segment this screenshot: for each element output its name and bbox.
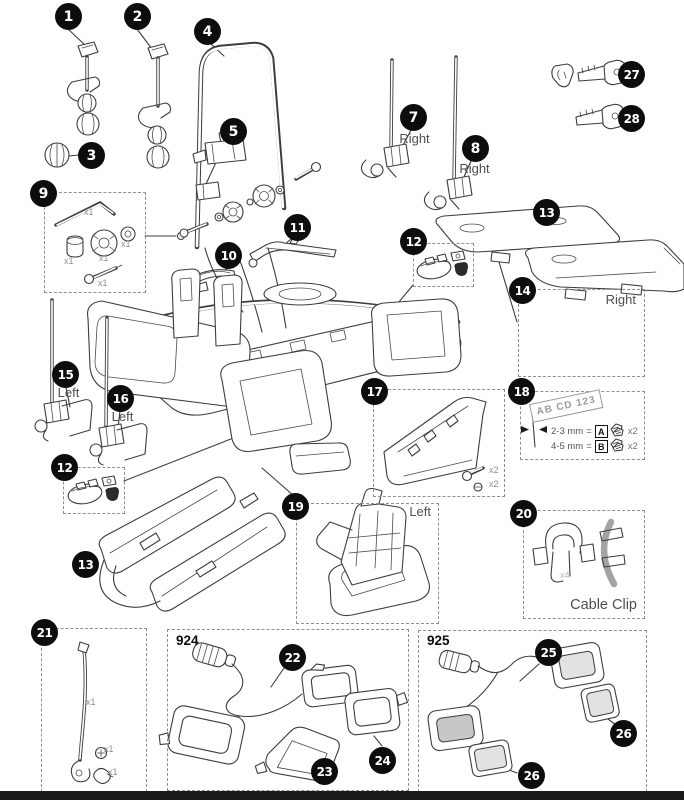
knob-part3-drawing — [44, 142, 70, 168]
qty-box9-knob: x1 — [99, 253, 109, 263]
clamp-icon — [612, 441, 624, 452]
callout-24: 24 — [369, 747, 396, 774]
callout-2: 2 — [124, 3, 151, 30]
callout-25: 25 — [535, 639, 562, 666]
frame-arch-drawing — [194, 41, 287, 250]
callout-20: 20 — [510, 500, 537, 527]
callout-11: 11 — [284, 214, 311, 241]
strap-tensioner-short-drawing — [66, 41, 101, 136]
clamp-icon — [612, 426, 624, 437]
kit-box-17 — [373, 389, 505, 497]
letter-box-b: B — [594, 440, 608, 453]
lock-cylinder-drawing — [551, 63, 574, 88]
license-plate-holder-drawing — [383, 396, 487, 492]
letter-box-a: A — [594, 425, 608, 438]
qty-box9-allen: x1 — [84, 207, 94, 217]
callout-21: 21 — [31, 619, 58, 646]
rod-right-8-drawing — [423, 55, 473, 211]
label-left-16: Left — [111, 409, 134, 424]
kit-box-20 — [523, 510, 645, 619]
qty-box9-spacer: x1 — [64, 256, 74, 266]
kit-box-924 — [167, 629, 409, 791]
kit-box-19 — [296, 503, 439, 624]
callout-12-bottom: 12 — [51, 454, 78, 481]
callout-8: 8 — [462, 135, 489, 162]
callout-22: 22 — [279, 644, 306, 671]
callout-26-right: 26 — [610, 720, 637, 747]
rod-right-7-drawing — [360, 58, 410, 179]
callout-28: 28 — [618, 105, 645, 132]
plate-range-b: 4-5 mm — [551, 441, 584, 452]
qty-box21-knob: x1 — [108, 767, 118, 777]
callout-14: 14 — [509, 277, 536, 304]
label-right-7: Right — [399, 131, 430, 146]
callout-10: 10 — [215, 242, 242, 269]
qty-box9-washer: x1 — [121, 239, 131, 249]
callout-9: 9 — [30, 180, 57, 207]
callout-13-bottom: 13 — [72, 551, 99, 578]
tension-strap-drawing — [70, 641, 114, 785]
kit-box-12-top — [413, 243, 474, 287]
knob-hardware-cluster-drawing — [179, 161, 322, 238]
assembly-kit-box9-drawing — [54, 200, 136, 285]
label-right-8: Right — [459, 161, 490, 176]
cable-clip-drawing — [532, 518, 626, 588]
label-group-925: 925 — [427, 633, 450, 648]
callout-5: 5 — [220, 118, 247, 145]
wheel-tray-drawing — [98, 476, 286, 612]
kit-box-9 — [44, 192, 146, 293]
rod-left-16-drawing — [89, 316, 148, 466]
label-group-924: 924 — [176, 633, 199, 648]
plate-range-a: 2-3 mm — [551, 426, 584, 437]
callout-27: 27 — [618, 61, 645, 88]
carrier-main-body-drawing — [87, 247, 462, 475]
label-left-15: Left — [57, 385, 80, 400]
kit-box-21 — [41, 628, 147, 792]
qty-box17-screw: x2 — [489, 479, 499, 489]
callout-16: 16 — [107, 385, 134, 412]
callout-4: 4 — [194, 18, 221, 45]
plate-qty-a: x2 — [627, 426, 638, 437]
lamp-bracket-left-drawing — [316, 487, 431, 617]
lever-part11-drawing — [248, 235, 337, 268]
qty-box20-clip: x4 — [560, 570, 570, 580]
callout-12-top: 12 — [400, 228, 427, 255]
equals-sign: = — [586, 426, 592, 437]
kit-box-12-bottom — [63, 467, 125, 514]
plate-row-a: 2-3 mm = A x2 — [551, 425, 638, 438]
callout-7: 7 — [400, 104, 427, 131]
callout-3: 3 — [78, 142, 105, 169]
kit-box-18 — [520, 391, 645, 460]
callout-17: 17 — [361, 378, 388, 405]
page-footer-bar — [0, 791, 684, 800]
qty-box17-bolt: x2 — [489, 465, 499, 475]
qty-box21-strap: x1 — [86, 697, 96, 707]
rod-left-15-drawing — [34, 298, 93, 442]
callout-15: 15 — [52, 361, 79, 388]
callout-18: 18 — [508, 378, 535, 405]
strap-tensioner-long-drawing — [137, 43, 172, 169]
callout-23: 23 — [311, 758, 338, 785]
label-right-14: Right — [605, 292, 636, 307]
harness-924-drawing — [158, 642, 409, 782]
qty-box9-bolt: x1 — [98, 278, 108, 288]
harness-925-drawing — [427, 642, 620, 778]
qty-box21-screw: x1 — [104, 744, 114, 754]
label-left-19: Left — [409, 504, 431, 519]
callout-13-top: 13 — [533, 199, 560, 226]
label-cable-clip: Cable Clip — [570, 597, 637, 613]
kit-box-14 — [518, 289, 645, 377]
callout-26-bottom: 26 — [518, 762, 545, 789]
callout-1: 1 — [55, 3, 82, 30]
plate-qty-b: x2 — [627, 441, 638, 452]
callout-19: 19 — [282, 493, 309, 520]
plate-row-b: 4-5 mm = B x2 — [551, 440, 638, 453]
equals-sign: = — [586, 441, 592, 452]
